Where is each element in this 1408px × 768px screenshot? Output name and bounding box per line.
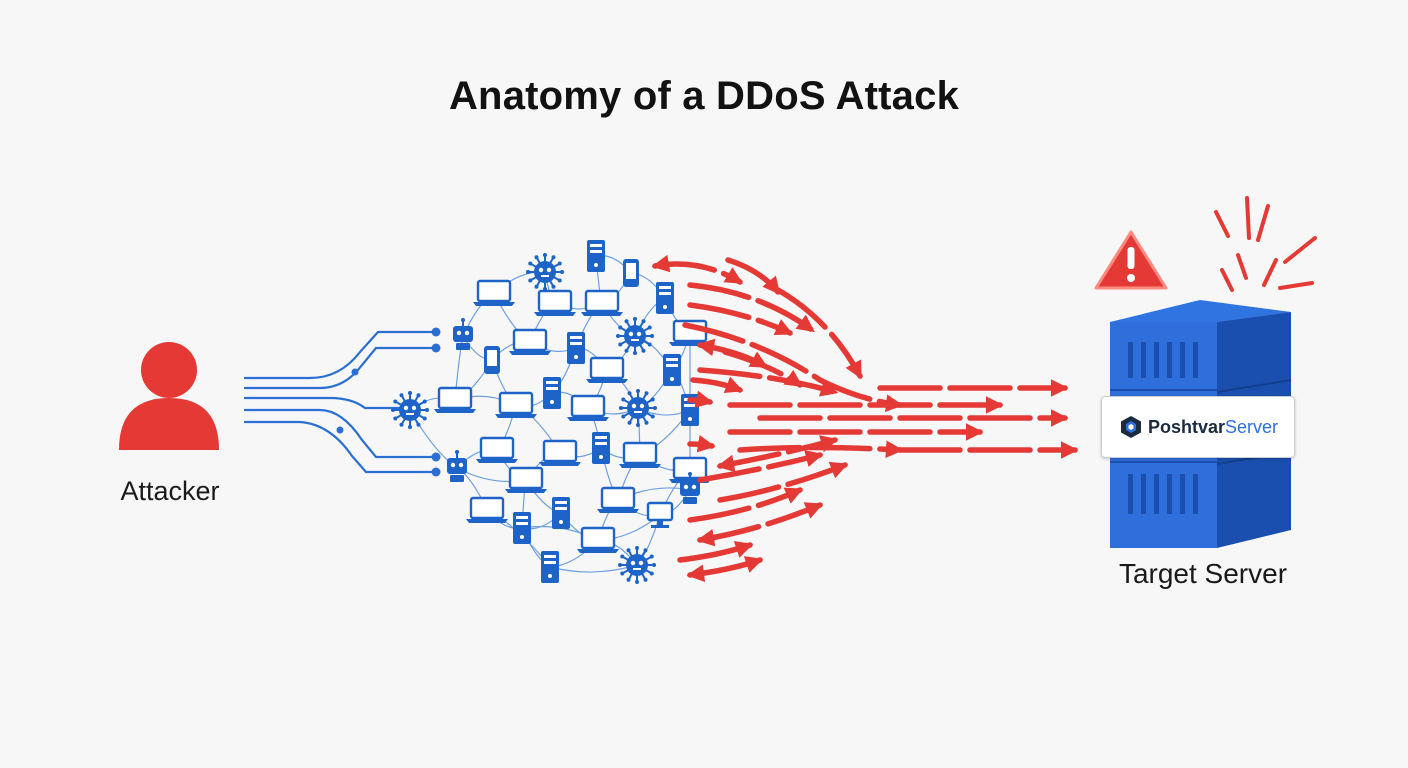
tower-server-icon: [656, 282, 674, 314]
tower-server-icon: [543, 377, 561, 409]
command-lines: [244, 330, 436, 474]
virus-icon: [526, 253, 564, 291]
laptop-icon: [473, 279, 515, 306]
attack-traffic: [651, 254, 1079, 582]
tower-server-icon: [552, 497, 570, 529]
laptop-icon: [534, 289, 576, 316]
laptop-icon: [567, 394, 609, 421]
laptop-icon: [434, 386, 476, 413]
laptop-icon: [619, 441, 661, 468]
tower-server-icon: [541, 551, 559, 583]
warning-triangle-icon: [1094, 230, 1168, 290]
tower-server-icon: [567, 332, 585, 364]
laptop-icon: [581, 289, 623, 316]
laptop-icon: [597, 486, 639, 513]
tower-server-icon: [513, 512, 531, 544]
virus-icon: [616, 317, 654, 355]
robot-icon: [680, 472, 700, 504]
botnet-devices: [391, 240, 711, 584]
laptop-icon: [495, 391, 537, 418]
phone-icon: [484, 346, 500, 374]
tower-server-icon: [663, 354, 681, 386]
server-brand-badge: PoshtvarServer: [1101, 396, 1295, 458]
phone-icon: [623, 259, 639, 287]
laptop-icon: [586, 356, 628, 383]
person-icon: [119, 342, 219, 450]
robot-icon: [447, 450, 467, 482]
desktop-icon: [646, 501, 674, 528]
target-server-label: Target Server: [1118, 558, 1288, 589]
laptop-icon: [539, 439, 581, 466]
overload-burst: [1214, 196, 1317, 292]
tower-server-icon: [587, 240, 605, 272]
attacker-label: Attacker: [120, 476, 220, 506]
laptop-icon: [509, 328, 551, 355]
virus-icon: [391, 391, 429, 429]
tower-server-icon: [592, 432, 610, 464]
laptop-icon: [505, 466, 547, 493]
laptop-icon: [577, 526, 619, 553]
page-title: Anatomy of a DDoS Attack: [448, 74, 960, 118]
hexagon-logo-icon: [1120, 416, 1141, 438]
laptop-icon: [466, 496, 508, 523]
virus-icon: [619, 389, 657, 427]
laptop-icon: [476, 436, 518, 463]
virus-icon: [618, 546, 656, 584]
brand-name: PoshtvarServer: [1147, 416, 1279, 437]
robot-icon: [453, 318, 473, 350]
